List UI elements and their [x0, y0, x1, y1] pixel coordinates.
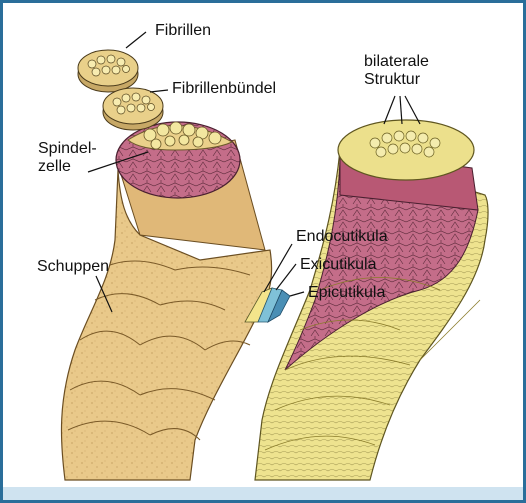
label-fibrillen: Fibrillen [155, 22, 211, 40]
label-spindelzelle-line1: Spindel- [38, 140, 97, 158]
fibril-bundle-disk-icon [103, 88, 163, 130]
label-exicutikula: Exicutikula [300, 256, 376, 274]
label-fibrillenbuendel: Fibrillenbündel [172, 80, 276, 98]
label-spindelzelle-line2: zelle [38, 158, 97, 176]
label-bilaterale-line2: Struktur [364, 71, 429, 89]
label-spindelzelle: Spindel- zelle [38, 140, 97, 176]
fibril-disk-icon [78, 50, 138, 92]
label-bilaterale-struktur: bilaterale Struktur [364, 53, 429, 89]
label-endocutikula: Endocutikula [296, 228, 388, 246]
label-epicutikula: Epicutikula [308, 284, 385, 302]
label-bilaterale-line1: bilaterale [364, 53, 429, 71]
label-schuppen: Schuppen [37, 258, 109, 276]
